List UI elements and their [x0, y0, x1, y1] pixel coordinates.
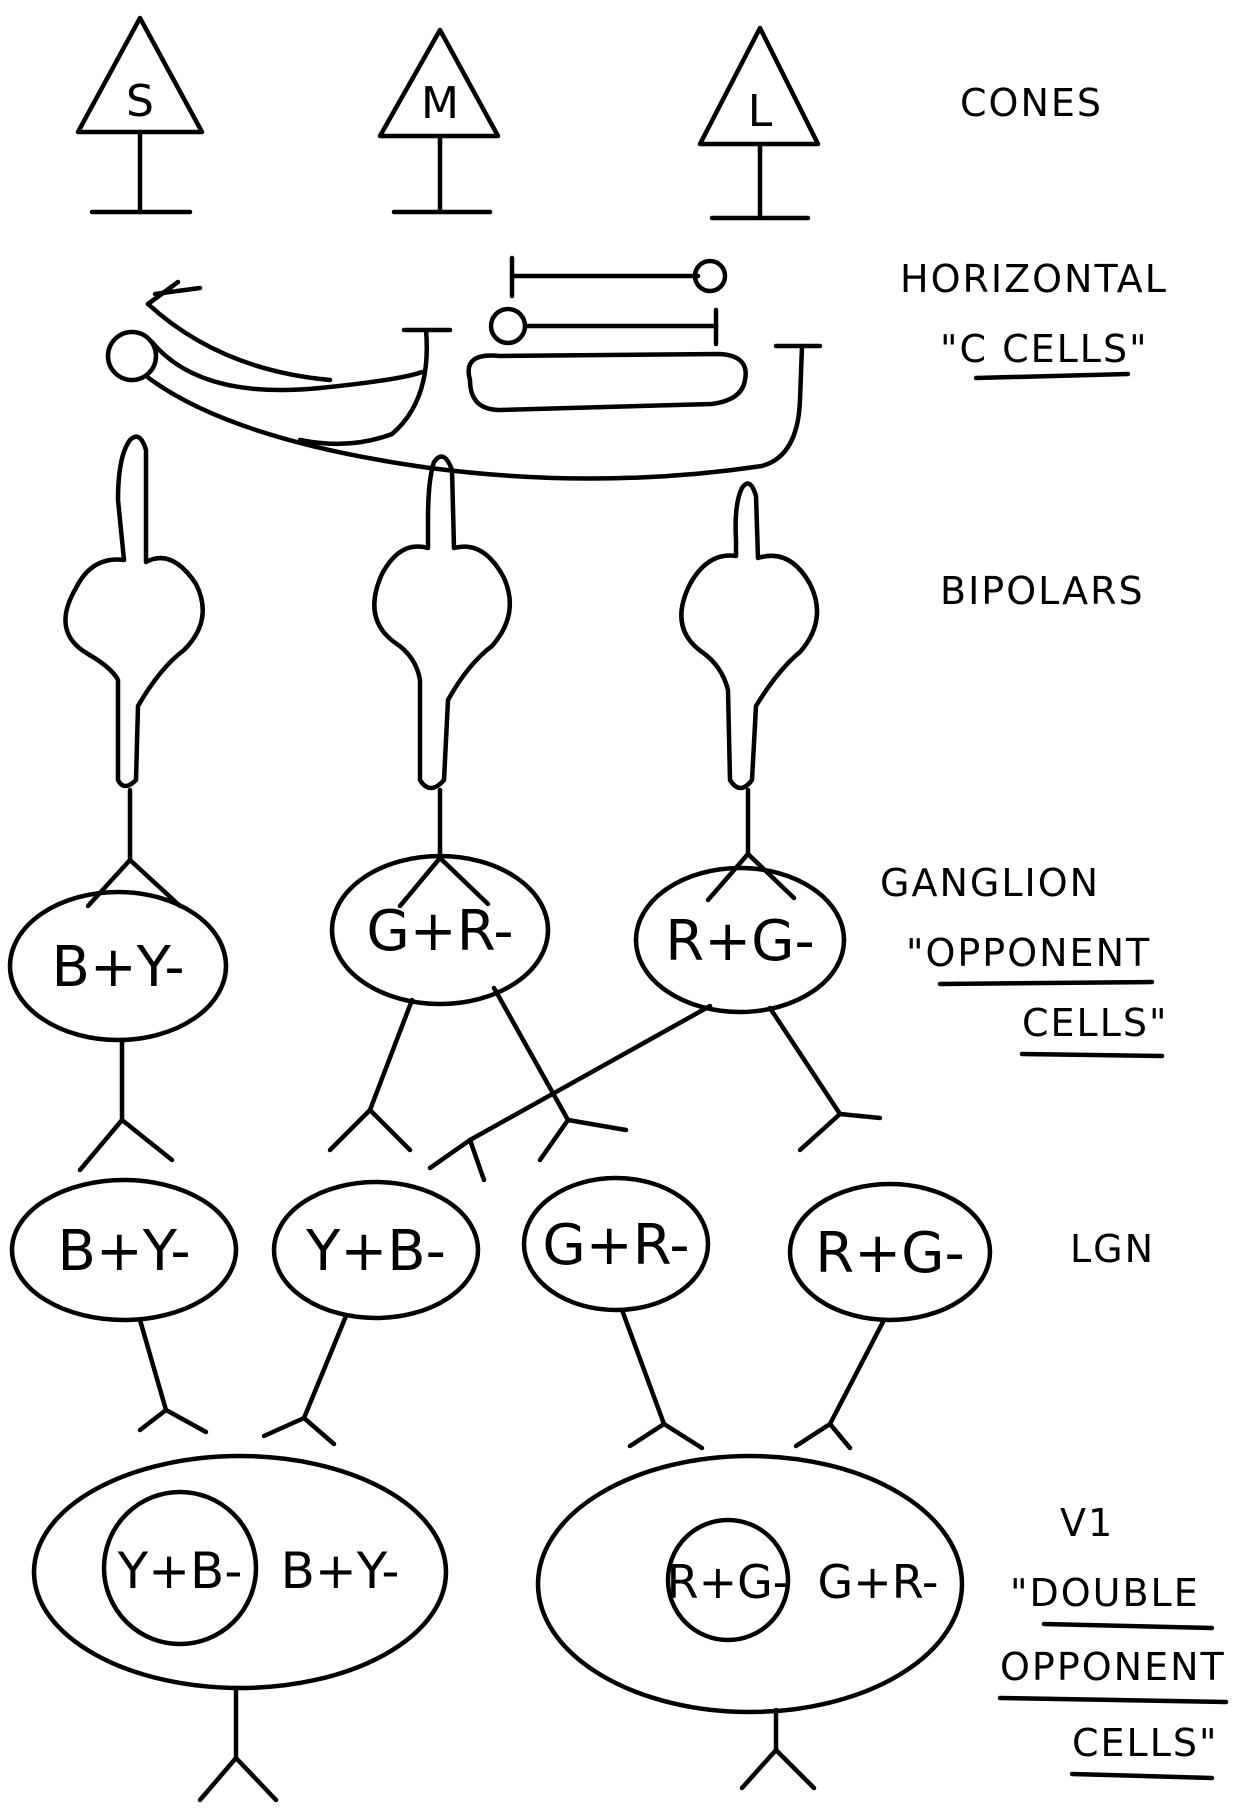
v1-left-inner-label: Y+B-	[117, 1542, 243, 1600]
label-v1-sub2: OPPONENT	[1000, 1645, 1226, 1689]
bipolar-cell-m	[372, 454, 513, 909]
lgn-cell-rg: R+G-	[787, 1181, 993, 1451]
v1-right-outer-label: G+R-	[818, 1555, 939, 1609]
ganglion-rg-label: R+G-	[665, 909, 814, 974]
stage-labels: CONES HORIZONTAL "C CELLS" BIPOLARS GANG…	[880, 81, 1229, 1781]
lgn-cell-yb: Y+B-	[261, 1179, 481, 1447]
cone-m-label: M	[421, 78, 459, 129]
v1-left-outer-label: B+Y-	[281, 1542, 400, 1600]
cone-l-label: L	[748, 86, 773, 137]
ganglion-cell-rg: R+G-	[427, 865, 883, 1183]
v1-right-inner-label: R+G-	[667, 1555, 790, 1609]
lgn-yb-label: Y+B-	[305, 1219, 446, 1284]
label-cones: CONES	[960, 81, 1103, 125]
lgn-by-label: B+Y-	[57, 1219, 190, 1284]
label-v1: V1	[1060, 1501, 1114, 1545]
cone-l: L	[697, 25, 821, 221]
horizontal-cell-network	[105, 255, 823, 481]
ganglion-gr-label: G+R-	[366, 899, 513, 964]
lgn-rg-label: R+G-	[815, 1221, 964, 1286]
label-ganglion: GANGLION	[880, 861, 1100, 905]
label-lgn: LGN	[1070, 1227, 1155, 1271]
ganglion-by-label: B+Y-	[51, 935, 184, 1000]
label-horizontal-sub: "C CELLS"	[940, 327, 1149, 371]
label-horizontal: HORIZONTAL	[900, 257, 1168, 301]
cone-s: S	[75, 15, 205, 215]
lgn-cell-by: B+Y-	[9, 1177, 239, 1435]
bipolar-cell-l	[679, 481, 820, 903]
ganglion-cell-by: B+Y-	[7, 889, 229, 1173]
bipolar-cell-s	[63, 434, 205, 909]
label-bipolars: BIPOLARS	[940, 569, 1145, 613]
label-ganglion-sub2: CELLS"	[1022, 1001, 1168, 1045]
label-v1-sub3: CELLS"	[1072, 1721, 1218, 1765]
ganglion-cell-gr: G+R-	[327, 853, 629, 1163]
cone-s-label: S	[126, 76, 154, 127]
cone-m: M	[377, 27, 501, 215]
v1-cell-right: R+G- G+R-	[535, 1453, 965, 1791]
v1-cell-left: Y+B- B+Y-	[31, 1453, 449, 1803]
label-ganglion-sub1: "OPPONENT	[906, 931, 1151, 975]
lgn-cell-gr: G+R-	[521, 1175, 711, 1451]
label-v1-sub1: "DOUBLE	[1010, 1571, 1200, 1615]
lgn-gr-label: G+R-	[542, 1213, 689, 1278]
